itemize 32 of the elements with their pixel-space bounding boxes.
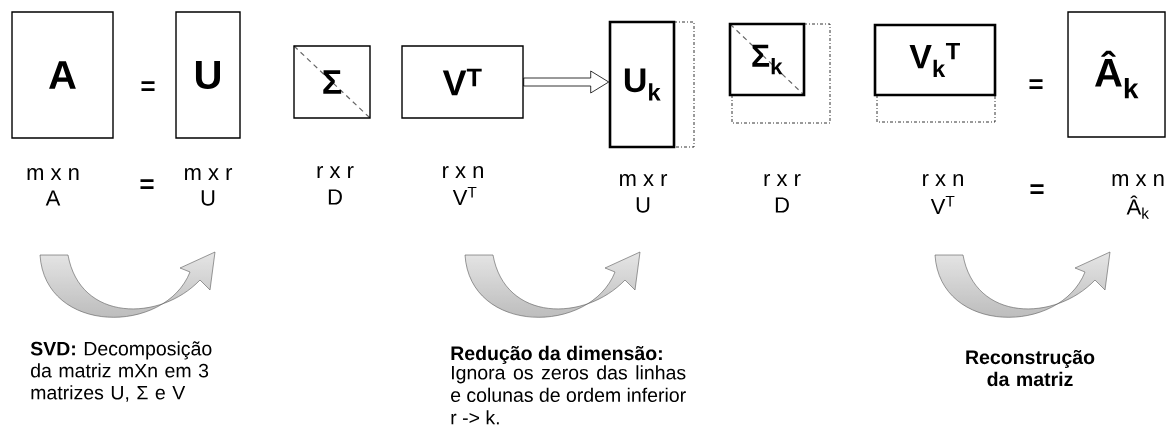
matrix-name: D — [775, 197, 789, 213]
matrix-name: V$^{T}$ — [930, 195, 955, 215]
matrix-name: U — [636, 197, 650, 213]
matrix-name: D — [328, 189, 342, 205]
heading: Redução da dimensão: — [451, 345, 662, 365]
dimension-label: r x n — [923, 174, 963, 186]
matrix-box: U — [175, 11, 241, 139]
equals-sign: = — [1030, 184, 1044, 195]
description-text: SVD: Decomposição da matriz mXn em 3 matrizes U, Σ e V — [30, 341, 212, 402]
matrix-box: Σ$_{k}$ — [728, 22, 806, 97]
matrix-box: A — [11, 11, 114, 139]
dimension-label: m x n — [27, 168, 79, 180]
matrix-name: V$^{T}$ — [452, 186, 477, 206]
matrix-box: Â$_{k}$ — [1067, 11, 1166, 138]
dimension-label: m x r — [620, 174, 668, 186]
description-text: Ignora os zeros das linhas e colunas de ordem inferior r -> k. — [451, 365, 686, 425]
matrix-name: A — [45, 190, 61, 206]
dimension-label: r x r — [317, 166, 354, 178]
matrix-box: V$_{k}$T — [873, 23, 997, 97]
hollow-arrow — [523, 70, 610, 94]
equals-sign: = — [140, 179, 154, 190]
dimension-label: r x r — [764, 174, 801, 186]
matrix-name: U — [201, 190, 215, 206]
matrix-box: V$^{T}$ — [401, 45, 524, 119]
dimension-label: r x n — [443, 166, 483, 178]
heading: Reconstrução da matriz — [966, 349, 1095, 387]
dimension-label: m x r — [185, 168, 233, 180]
dimension-label: m x n — [1112, 174, 1164, 186]
matrix-box: U$_{k}$ — [608, 20, 676, 149]
matrix-name: Â$_{k}$ — [1126, 195, 1149, 219]
equals-sign: = — [141, 81, 155, 92]
equals-sign: = — [1029, 79, 1043, 90]
